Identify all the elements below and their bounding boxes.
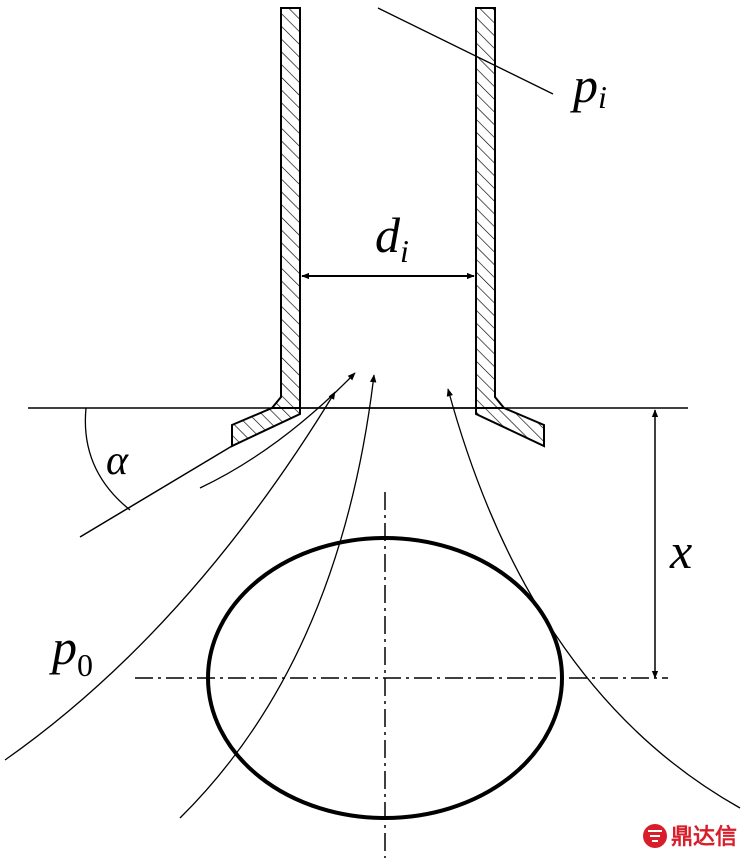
- watermark-text: 鼎达信: [671, 824, 737, 850]
- right-tube-wall: [475, 7, 507, 409]
- streamlines: [4, 372, 741, 819]
- angle-line: [79, 445, 233, 538]
- label-pi: pi: [570, 57, 607, 115]
- watermark-logo: 鼎达信: [643, 824, 737, 850]
- right-flange: [475, 407, 545, 448]
- streamline-1: [4, 391, 336, 761]
- label-p0: p0: [49, 619, 93, 683]
- tube: [231, 7, 545, 448]
- left-tube-wall: [269, 7, 301, 409]
- angle-arc: [84, 407, 131, 511]
- streamline-4: [446, 388, 741, 809]
- streamline-2: [179, 374, 377, 819]
- label-alpha: α: [106, 438, 129, 484]
- streamline-3: [199, 372, 356, 489]
- label-x: x: [669, 523, 692, 579]
- left-flange: [231, 407, 301, 448]
- label-di: di: [375, 207, 409, 269]
- pi-leader-line: [377, 7, 554, 95]
